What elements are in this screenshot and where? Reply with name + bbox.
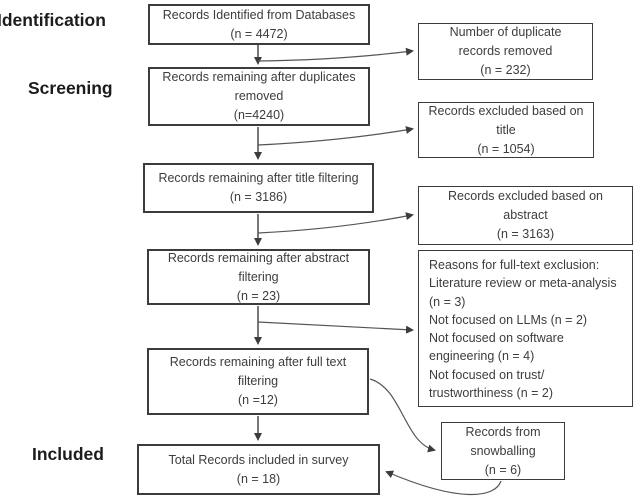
arrow-branch-duplicates-removed — [257, 47, 414, 62]
box-line: (n = 18) — [236, 471, 281, 486]
box-remaining-after-fulltext-filtering: Records remaining after full text filter… — [147, 348, 369, 415]
box-line: (n = 4472) — [230, 26, 288, 41]
box-excluded-by-title: Records excluded based on title (n = 105… — [418, 102, 594, 158]
box-fulltext-exclusion-reasons: Reasons for full-text exclusion: Literat… — [418, 250, 633, 407]
box-line: (n = 3163) — [496, 227, 555, 241]
box-excluded-by-abstract: Records excluded based on abstract (n = … — [418, 186, 633, 245]
box-line: removed — [234, 89, 284, 103]
box-line: Reasons for full-text exclusion: — [429, 258, 600, 272]
box-line: Not focused on LLMs (n = 2) — [429, 312, 588, 327]
box-line: (n=4240) — [233, 108, 285, 122]
box-line: filtering — [237, 374, 279, 388]
box-line: (n = 232) — [480, 63, 531, 77]
box-line: Records excluded based on — [428, 103, 584, 118]
arrow-branch-excluded-abstract — [257, 212, 414, 234]
box-line: engineering (n = 4) — [429, 349, 535, 364]
box-records-identified: Records Identified from Databases (n = 4… — [148, 4, 370, 45]
box-line: (n = 3186) — [229, 190, 288, 204]
box-line: (n = 3) — [429, 294, 466, 309]
box-line: Not focused on trust/ — [429, 367, 545, 382]
box-line: Records remaining after abstract — [167, 250, 350, 265]
box-line: filtering — [238, 269, 279, 284]
box-line: Total Records included in survey — [168, 452, 349, 467]
stage-label-included: Included — [32, 444, 104, 464]
box-records-from-snowballing: Records from snowballing (n = 6) — [441, 422, 565, 480]
stage-label-identification: Identification — [0, 10, 106, 30]
box-line: trustworthiness (n = 2) — [429, 386, 554, 401]
arrow-branch-fulltext-reasons — [257, 321, 414, 334]
box-line: (n = 6) — [484, 462, 522, 477]
box-line: Records remaining after title filtering — [158, 171, 359, 185]
box-line: records removed — [458, 44, 553, 58]
box-line: (n = 23) — [236, 288, 281, 303]
box-line: (n =12) — [238, 393, 278, 407]
box-line: Records remaining after full text — [169, 355, 347, 369]
box-line: snowballing — [470, 443, 536, 458]
box-line: abstract — [503, 208, 548, 222]
box-remaining-after-abstract-filtering: Records remaining after abstract filteri… — [147, 249, 370, 305]
box-line: Records Identified from Databases — [162, 7, 356, 22]
box-line: Literature review or meta-analysis — [429, 276, 617, 291]
box-line: (n = 1054) — [477, 141, 535, 156]
box-line: Records excluded based on — [448, 189, 603, 203]
box-line: Not focused on software — [429, 331, 564, 346]
box-line: title — [496, 122, 516, 137]
box-remaining-after-duplicates: Records remaining after duplicates remov… — [148, 67, 370, 126]
box-total-records-included: Total Records included in survey (n = 18… — [137, 444, 380, 495]
box-line: Records from — [465, 424, 541, 439]
arrow-branch-excluded-title — [257, 126, 414, 146]
box-duplicate-records-removed: Number of duplicate records removed (n =… — [418, 23, 593, 80]
stage-label-screening: Screening — [28, 78, 113, 98]
box-line: Records remaining after duplicates — [162, 70, 356, 84]
box-remaining-after-title-filtering: Records remaining after title filtering … — [143, 163, 374, 213]
box-line: Number of duplicate — [449, 25, 562, 39]
